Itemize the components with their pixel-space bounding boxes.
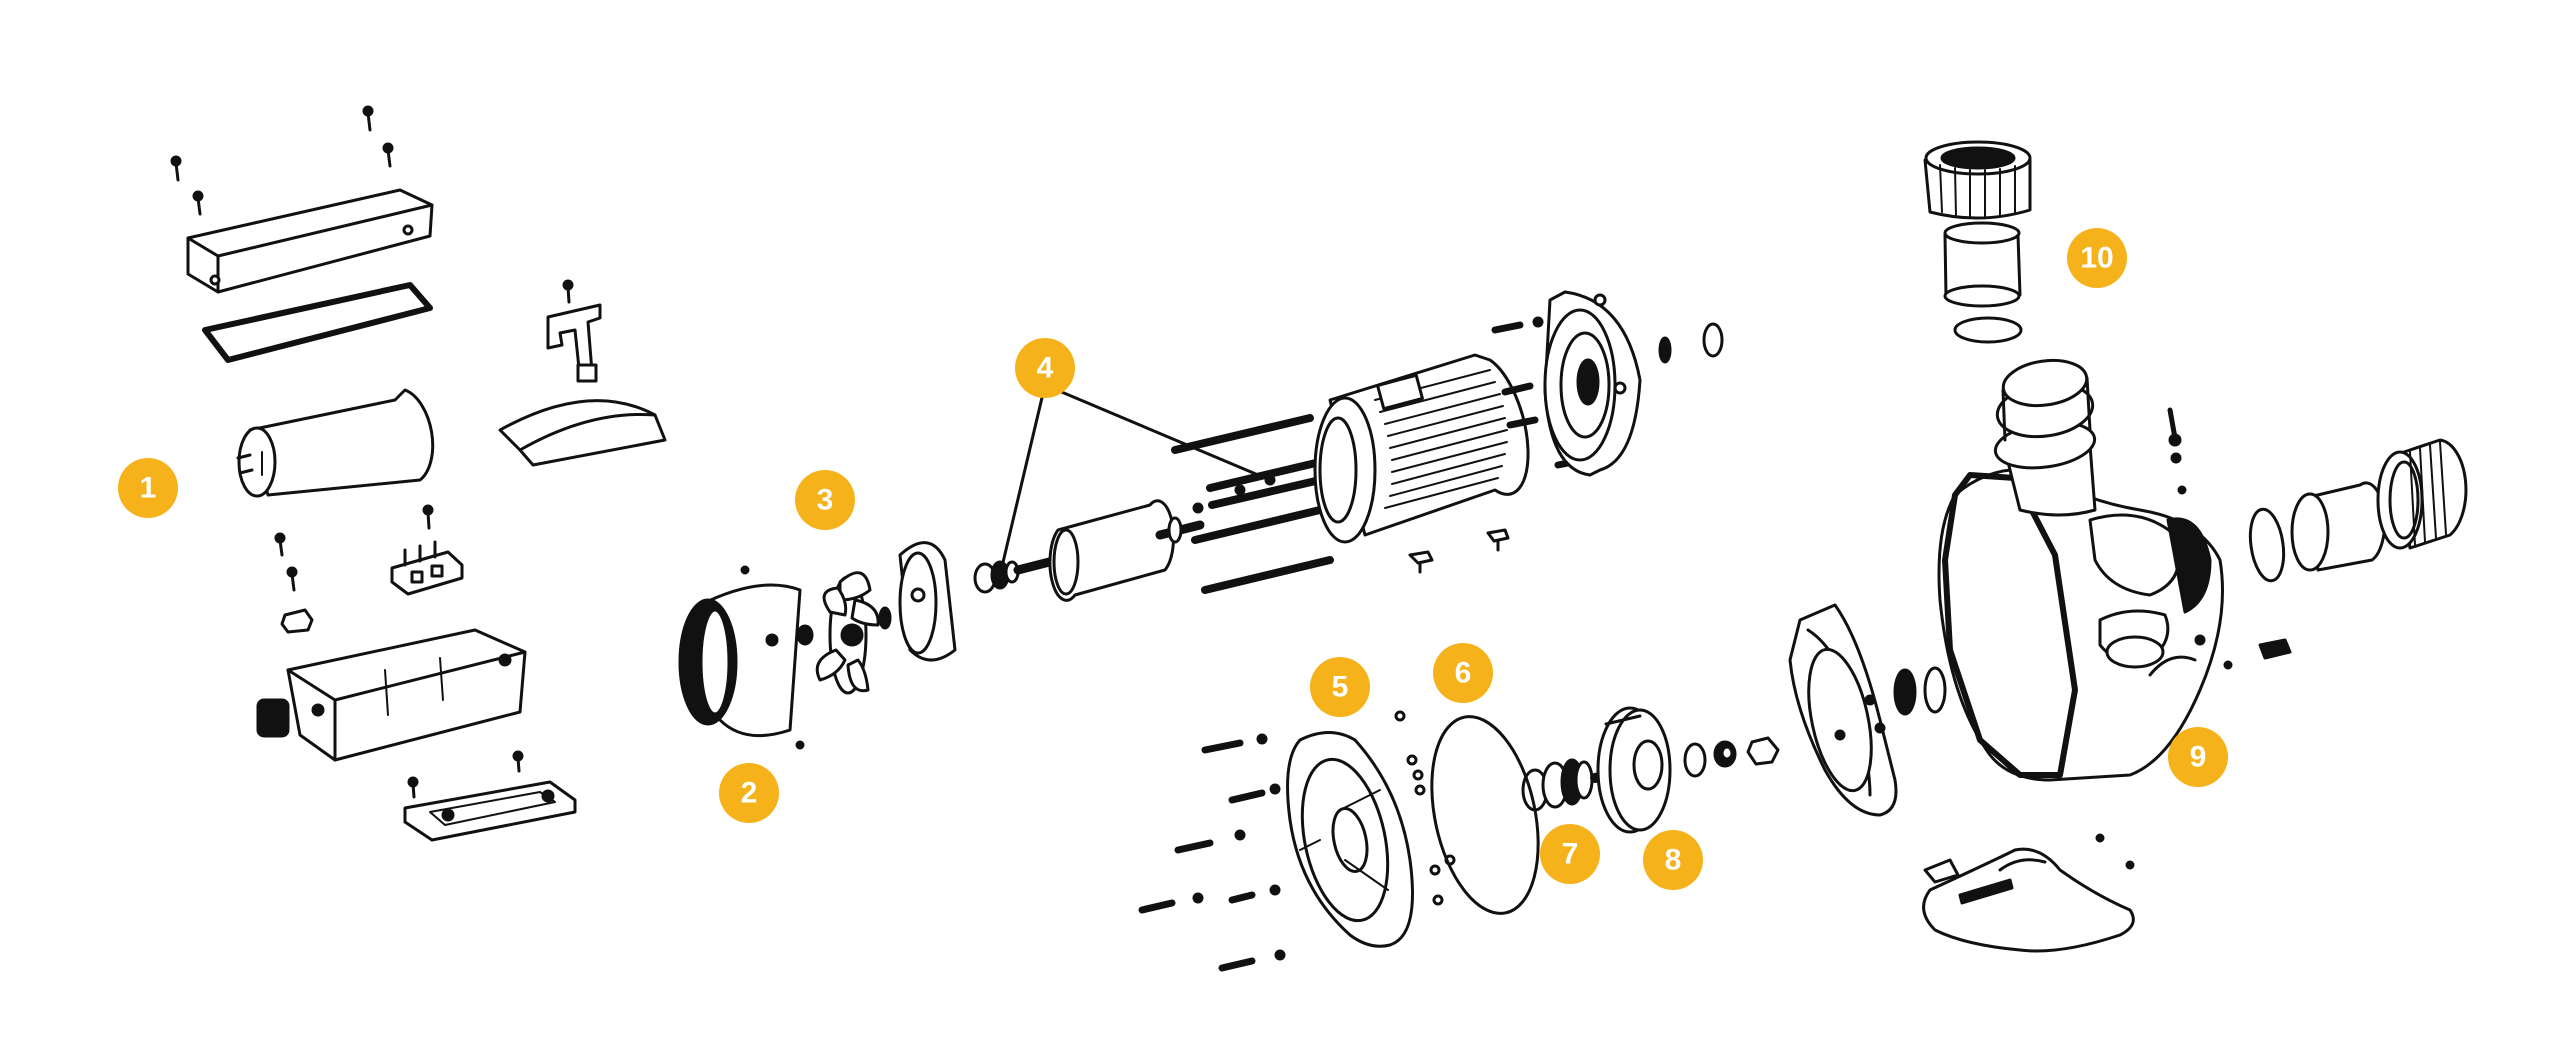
- cooling-fan: [796, 541, 957, 695]
- callout-8: 8: [1643, 830, 1703, 890]
- impeller: [1590, 706, 1780, 834]
- callout-1-label: 1: [140, 472, 157, 505]
- motor-feet-screws: [1408, 528, 1510, 574]
- terminal-cover-gasket: [202, 282, 433, 363]
- shaft-bearing: [973, 560, 1020, 594]
- motor-flange: [1491, 290, 1724, 477]
- callout-4: 4: [1015, 338, 1075, 398]
- callout-1: 1: [118, 458, 178, 518]
- mechanical-seal: [1521, 758, 1594, 812]
- rotor-shaft-assembly: [973, 383, 1334, 602]
- tie-rods: [1171, 414, 1334, 594]
- terminal-block: [390, 504, 464, 596]
- callout-2-label: 2: [741, 777, 758, 810]
- capacitor-clamp: [546, 279, 602, 383]
- rotor: [1013, 499, 1205, 602]
- callout-7: 7: [1540, 824, 1600, 884]
- fan-cover: [678, 565, 805, 750]
- callout-5-label: 5: [1332, 671, 1349, 704]
- callout-8-label: 8: [1665, 844, 1682, 877]
- diffuser: [1138, 710, 1456, 972]
- large-o-ring: [1430, 715, 1540, 915]
- callout-6-label: 6: [1455, 657, 1472, 690]
- capacitor-shell: [498, 399, 667, 467]
- callout-3: 3: [795, 470, 855, 530]
- terminal-box-base: [256, 628, 527, 762]
- motor-body: [1313, 353, 1530, 574]
- discharge-union: [1923, 140, 2032, 344]
- callout-10: 10: [2067, 228, 2127, 288]
- pump-housing: [1937, 358, 2292, 782]
- callout-6: 6: [1433, 643, 1493, 703]
- terminal-base-plate: [403, 750, 577, 842]
- terminal-box-cover: [186, 188, 434, 294]
- callout-7-label: 7: [1562, 838, 1579, 871]
- diffuser-screws: [1138, 733, 1286, 972]
- pump-base: [1922, 833, 2135, 953]
- suction-union: [2248, 438, 2468, 583]
- callout-9-label: 9: [2190, 741, 2207, 774]
- seal-plate: [1788, 603, 1947, 817]
- callout-10-label: 10: [2080, 242, 2113, 275]
- terminal-screws: [274, 532, 314, 634]
- callout-4-label: 4: [1037, 352, 1054, 385]
- callout-3-label: 3: [817, 484, 834, 517]
- callout-9: 9: [2168, 727, 2228, 787]
- capacitor: [236, 388, 435, 498]
- callout-2: 2: [719, 763, 779, 823]
- callout-5: 5: [1310, 657, 1370, 717]
- terminal-cover-screws: [170, 105, 394, 216]
- terminal-box-assembly: [170, 105, 667, 842]
